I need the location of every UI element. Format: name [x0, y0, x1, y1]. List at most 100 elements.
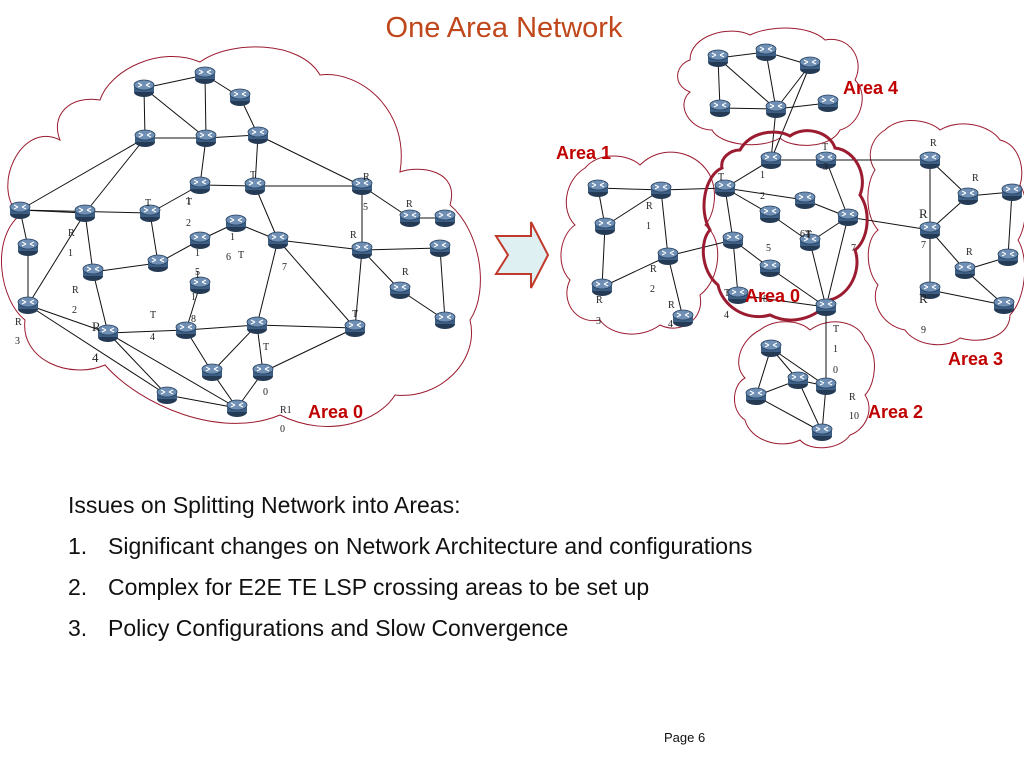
router-icon: [997, 248, 1019, 267]
router-icon: [252, 363, 274, 382]
router-label: 1: [191, 292, 196, 303]
router-label: R: [92, 319, 101, 334]
router-label: R: [849, 392, 856, 403]
router-label: 6T: [800, 229, 811, 240]
area-4-label: Area 4: [843, 78, 898, 98]
router-icon: [811, 423, 833, 442]
router-label: 0: [263, 387, 268, 398]
area-1-label: Area 1: [556, 143, 611, 163]
list-item-number: 2.: [68, 574, 88, 600]
router-icon: [799, 56, 821, 75]
router-label: 1: [186, 196, 191, 207]
router-icon: [201, 363, 223, 382]
router-icon: [246, 316, 268, 335]
area-1-cloud: [560, 151, 719, 335]
router-icon: [82, 263, 104, 282]
router-icon: [351, 241, 373, 260]
router-label: 8: [191, 314, 196, 325]
router-label: R: [406, 199, 413, 210]
router-label: T: [263, 342, 269, 353]
router-label: 0: [280, 424, 285, 435]
router-icon: [650, 181, 672, 200]
router-label: R1: [280, 405, 292, 416]
router-icon: [225, 214, 247, 233]
router-label: 5: [363, 202, 368, 213]
router-icon: [954, 261, 976, 280]
left-router-labels: T 1 2 T 1 1 5 1 8 T 4 T 7 R 5 R R R R 1 …: [15, 170, 413, 435]
router-label: 1: [646, 221, 651, 232]
router-icon: [919, 151, 941, 170]
router-icon: [919, 221, 941, 240]
router-icon: [267, 231, 289, 250]
left-links: [19, 74, 446, 409]
list-item: 3. Policy Configurations and Slow Conver…: [68, 615, 968, 642]
router-label: 1: [230, 232, 235, 243]
router-label: R: [363, 172, 370, 183]
router-icon: [817, 94, 839, 113]
router-label: T: [718, 172, 724, 183]
router-label: 6: [226, 252, 231, 263]
router-icon: [815, 298, 837, 317]
issues-list: 1. Significant changes on Network Archit…: [68, 533, 968, 642]
router-icon: [1001, 183, 1023, 202]
router-label: 2: [72, 305, 77, 316]
router-icon: [837, 208, 859, 227]
router-label: 4: [92, 350, 99, 365]
router-label: 1: [833, 344, 838, 355]
router-label: 7: [921, 240, 926, 251]
router-icon: [247, 126, 269, 145]
router-label: R: [72, 285, 79, 296]
router-label: R: [972, 173, 979, 184]
router-label: R: [68, 228, 75, 239]
right-area-0-label: Area 0: [745, 286, 800, 306]
router-icon: [434, 311, 456, 330]
router-label: R: [668, 300, 675, 311]
router-label: T: [822, 142, 828, 153]
router-icon: [156, 386, 178, 405]
router-label: R: [966, 247, 973, 258]
router-icon: [17, 296, 39, 315]
issues-section: Issues on Splitting Network into Areas: …: [68, 492, 968, 656]
router-icon: [429, 239, 451, 258]
router-label: 3: [823, 162, 828, 173]
router-label: R: [919, 206, 928, 221]
area-3-label: Area 3: [948, 349, 1003, 369]
left-network: T 1 2 T 1 1 5 1 8 T 4 T 7 R 5 R R R R 1 …: [1, 46, 481, 435]
list-item-number: 1.: [68, 533, 88, 559]
router-icon: [133, 79, 155, 98]
router-label: 0: [833, 365, 838, 376]
router-icon: [993, 296, 1015, 315]
router-icon: [765, 100, 787, 119]
router-label: T: [186, 197, 192, 208]
area-2-label: Area 2: [868, 402, 923, 422]
router-icon: [97, 324, 119, 343]
router-label: 4: [724, 310, 729, 321]
router-icon: [709, 99, 731, 118]
router-label: 2: [760, 191, 765, 202]
right-router-labels: T 1 2 6T 5 7 R 1 R 2 R 3 R 4 T 4 T 3 R R…: [596, 138, 979, 422]
router-label: 1: [760, 170, 765, 181]
router-icon: [672, 309, 694, 328]
router-icon: [189, 176, 211, 195]
right-network: T 1 2 6T 5 7 R 1 R 2 R 3 R 4 T 4 T 3 R R…: [556, 27, 1024, 449]
router-label: R: [402, 267, 409, 278]
router-icon: [226, 399, 248, 418]
router-label: 2: [186, 218, 191, 229]
router-icon: [759, 205, 781, 224]
list-item-text: Complex for E2E TE LSP crossing areas to…: [108, 574, 650, 600]
page-number: Page 6: [664, 730, 706, 745]
router-label: 4: [150, 332, 155, 343]
router-label: R: [350, 230, 357, 241]
router-icon: [389, 281, 411, 300]
router-label: T: [806, 230, 812, 241]
list-item-text: Policy Configurations and Slow Convergen…: [108, 615, 569, 641]
list-item-number: 3.: [68, 615, 88, 641]
router-label: 3: [15, 336, 20, 347]
router-icon: [594, 217, 616, 236]
router-label: T: [833, 324, 839, 335]
router-label: 10: [849, 411, 859, 422]
router-label: T: [352, 309, 358, 320]
router-label: 1: [68, 248, 73, 259]
router-icon: [794, 191, 816, 210]
router-icon: [591, 278, 613, 297]
